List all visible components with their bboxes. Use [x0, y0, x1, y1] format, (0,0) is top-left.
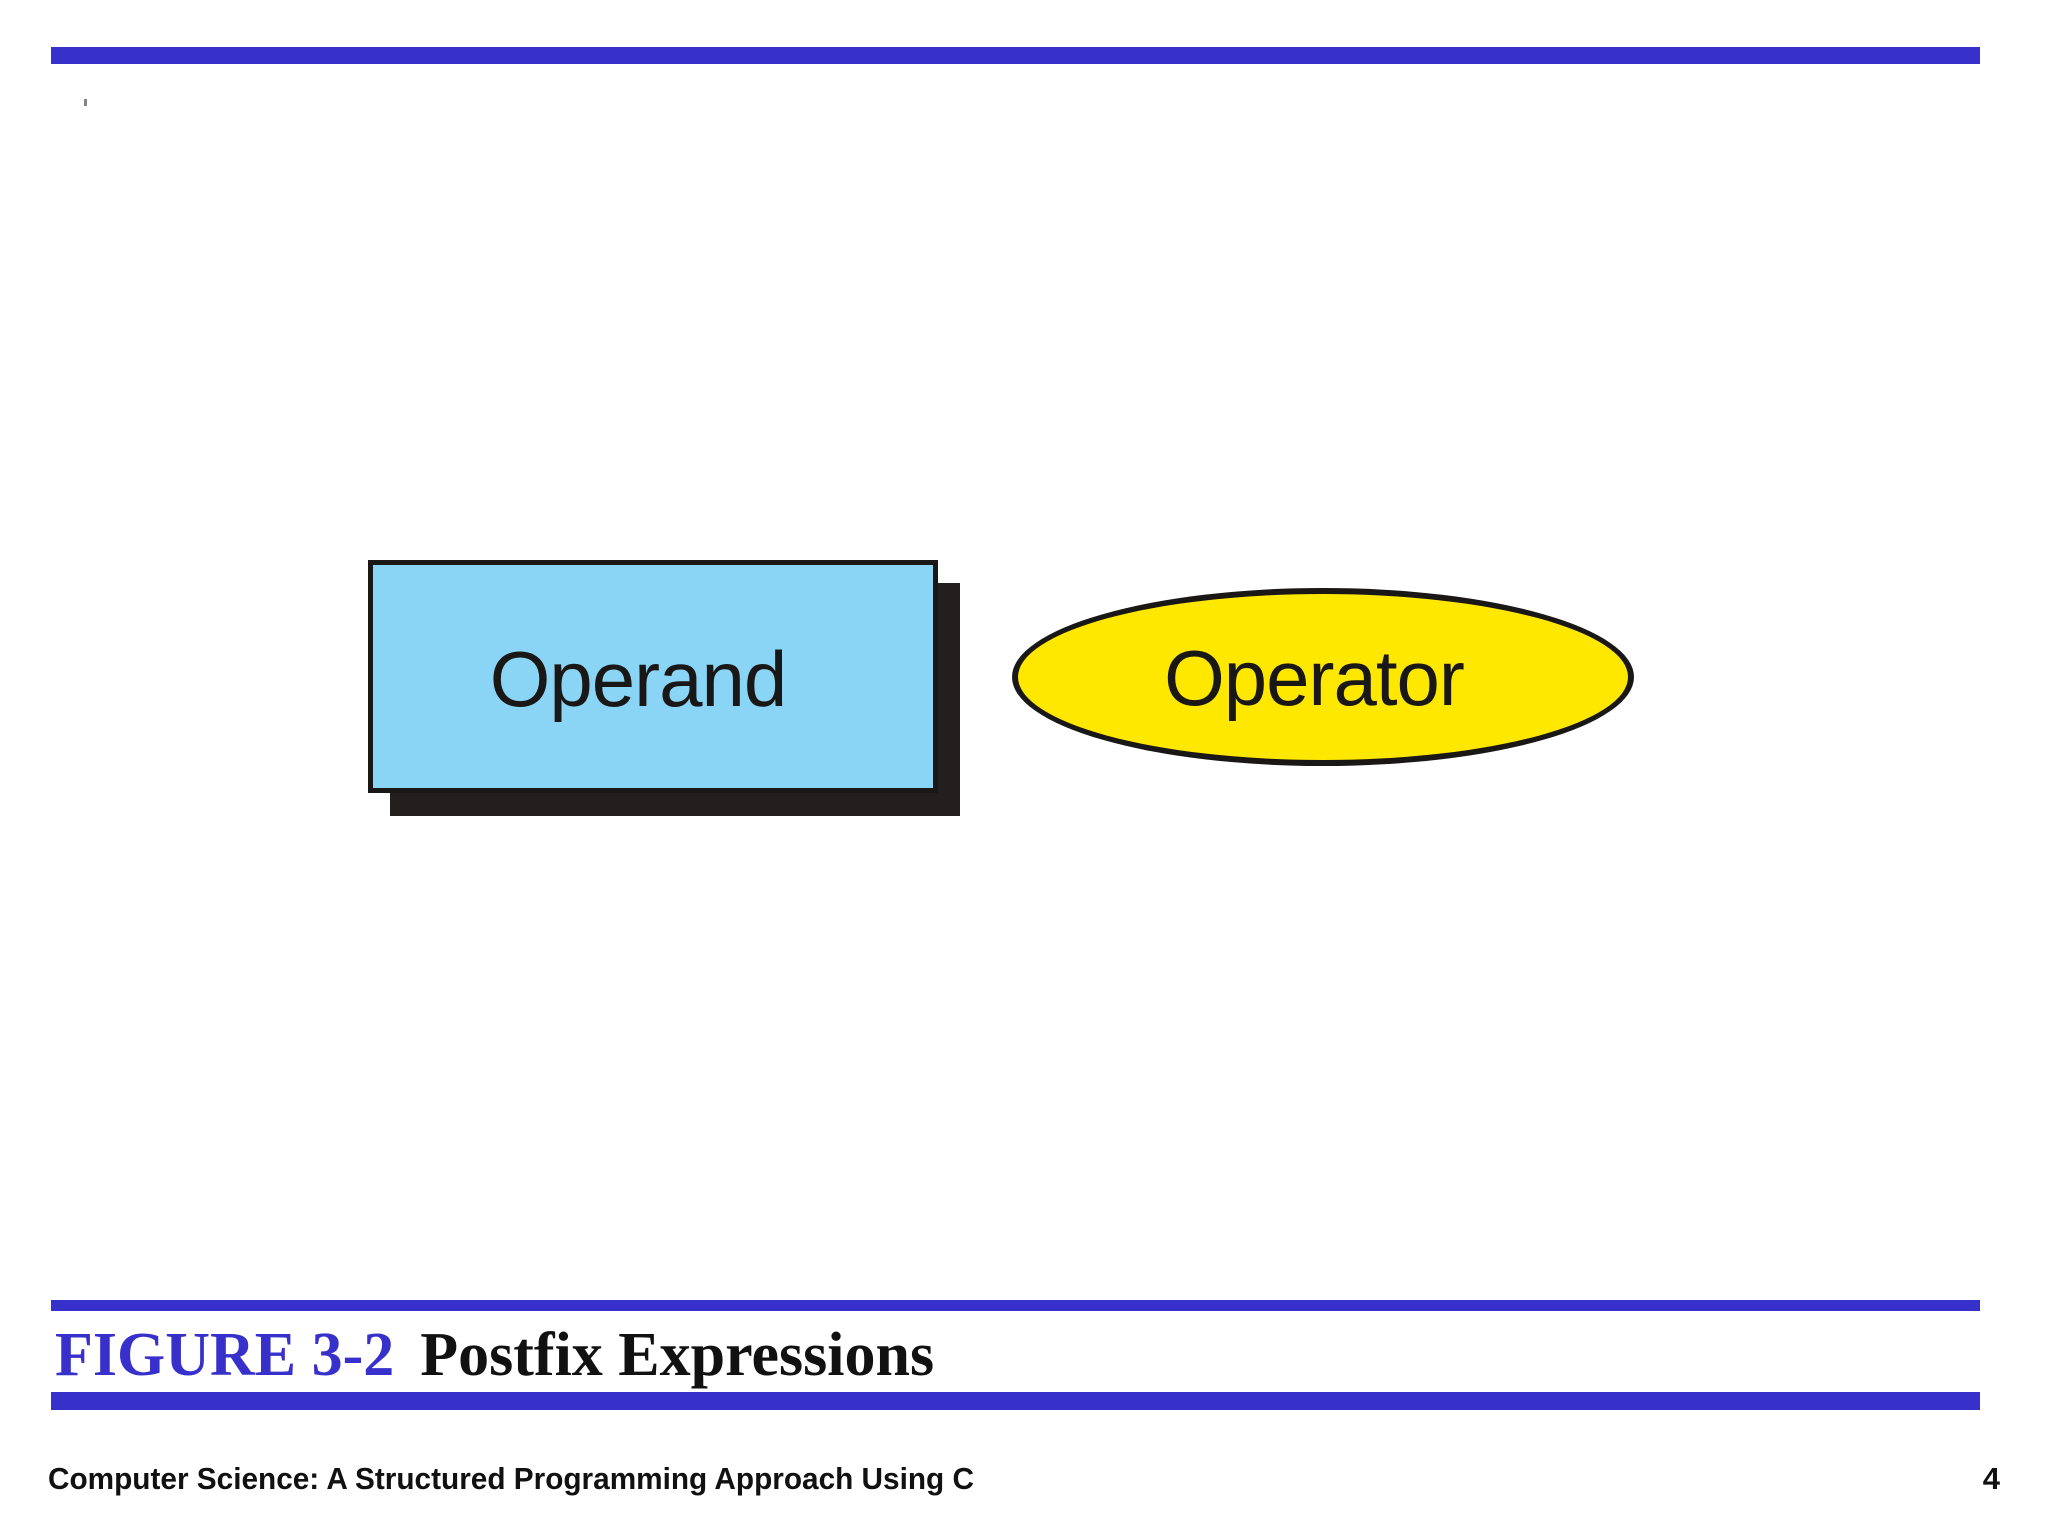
- footer-book-title: Computer Science: A Structured Programmi…: [48, 1461, 974, 1496]
- operand-label: Operand: [489, 634, 788, 723]
- top-accent-rule: [51, 47, 1980, 64]
- figure-number: FIGURE 3-2: [55, 1321, 395, 1389]
- operator-shape-group: Operator: [1012, 588, 1634, 766]
- figure-diagram: Operand Operator: [0, 64, 2048, 1300]
- figure-caption: FIGURE 3-2 Postfix Expressions: [55, 1322, 934, 1388]
- caption-bottom-rule: [51, 1392, 1980, 1410]
- caption-top-rule: [51, 1300, 1980, 1311]
- operator-ellipse[interactable]: Operator: [1012, 588, 1634, 766]
- operand-shape-group: Operand: [368, 560, 960, 816]
- footer-page-number: 4: [1982, 1461, 2000, 1496]
- operator-label: Operator: [1164, 634, 1465, 722]
- figure-title: Postfix Expressions: [420, 1321, 935, 1389]
- bullet-artifact-icon: [84, 99, 87, 106]
- operand-rectangle[interactable]: Operand: [368, 560, 938, 793]
